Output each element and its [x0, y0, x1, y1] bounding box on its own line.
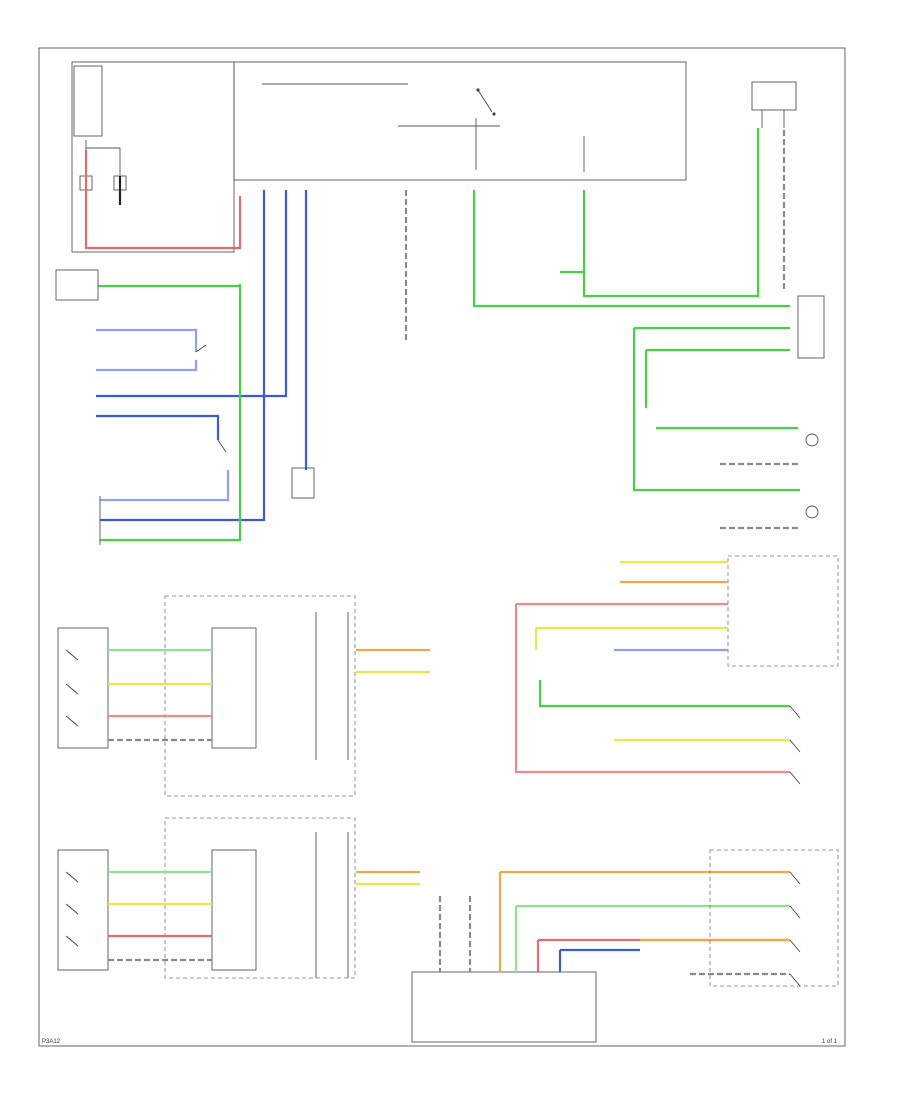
tcm-block-lower: [57, 817, 356, 979]
body-control-module: [233, 61, 687, 181]
footer-code: P3A12: [42, 1039, 61, 1045]
tcm-block-upper: [57, 595, 356, 797]
left-switches: [55, 269, 227, 545]
right-lamps: [797, 295, 825, 519]
wire-gray-top: [404, 130, 800, 530]
diagram-frame: [38, 47, 846, 1047]
brake-switch-module: [291, 467, 315, 499]
footer-page-number: 1 of 1: [822, 1039, 838, 1045]
wire-green-top: [98, 128, 800, 542]
wire-tcm-lower: [108, 870, 420, 962]
underhood-fuse-block: [71, 61, 235, 253]
wire-tcm-upper: [108, 648, 430, 742]
stop-lamp-switch: [751, 81, 797, 128]
wire-red-fuse: [84, 150, 242, 250]
wire-blue-group: [96, 190, 308, 522]
bottom-connector: [411, 849, 839, 1043]
trans-range-switch: [514, 555, 839, 785]
